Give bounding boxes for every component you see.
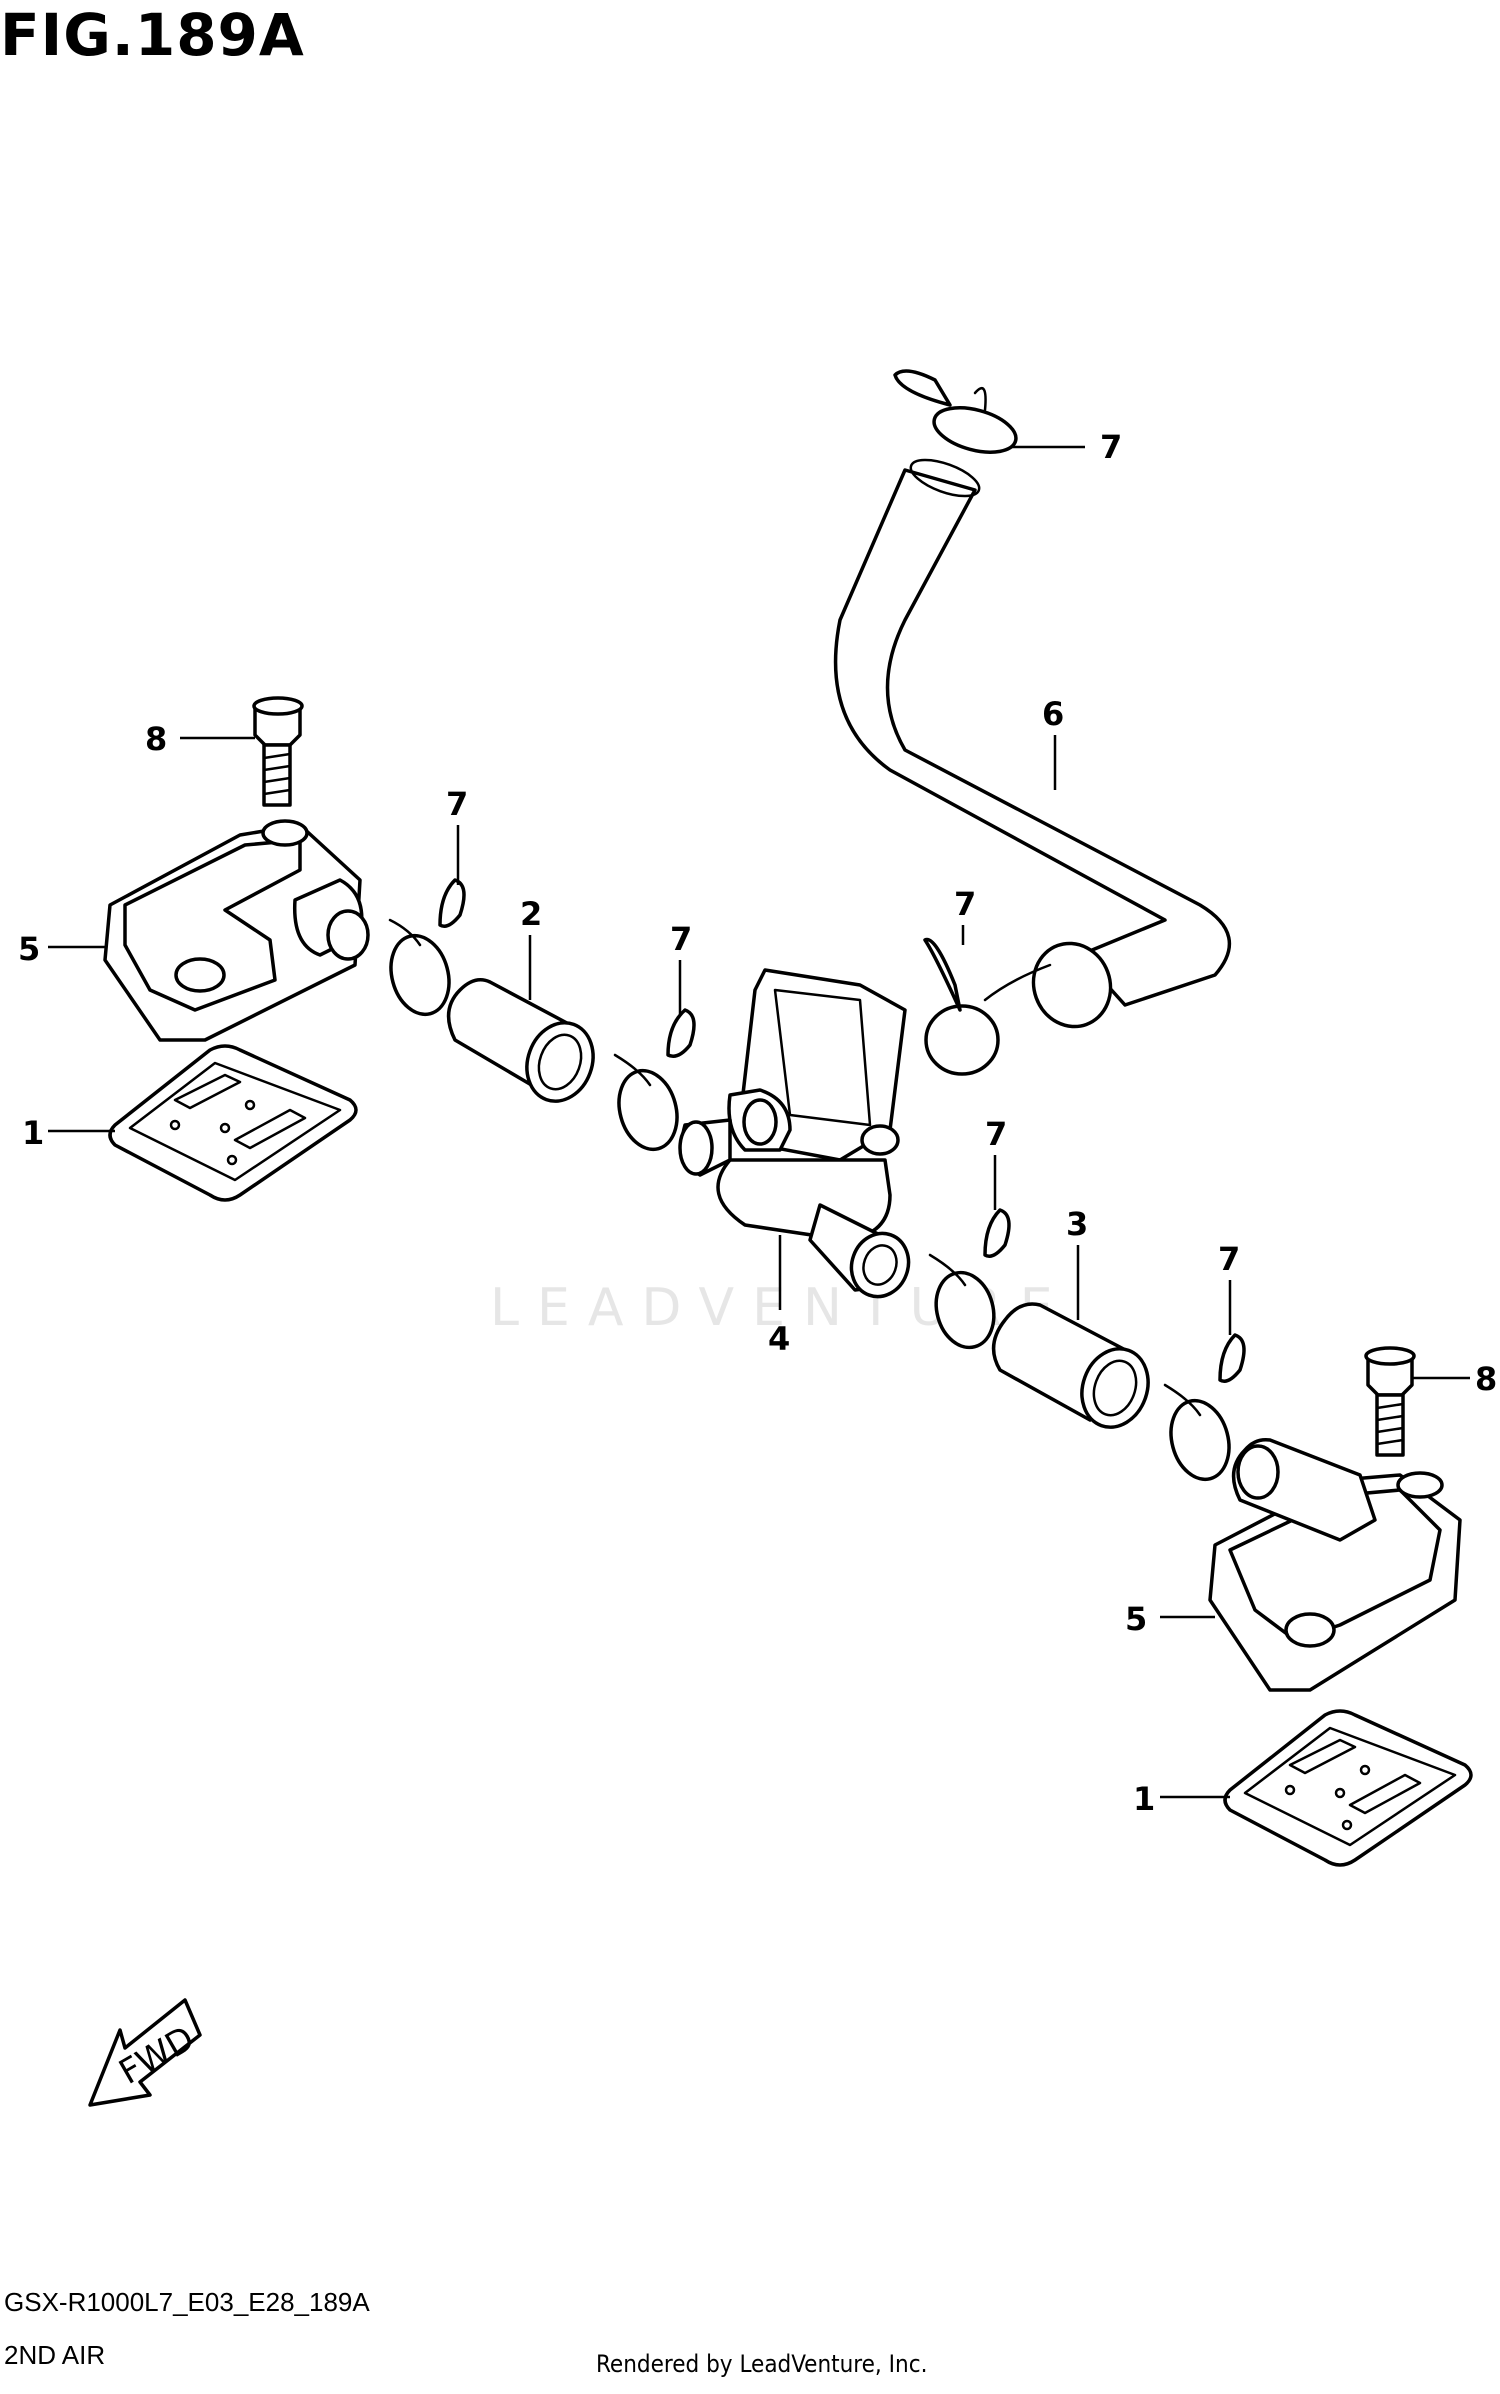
callout-6: 6 — [1042, 695, 1064, 733]
reed-valve-1-left[interactable] — [108, 1044, 358, 1202]
callout-7-valve-bottom: 7 — [985, 1115, 1007, 1153]
hose-6[interactable] — [833, 453, 1232, 1038]
figure-code: GSX-R1000L7_E03_E28_189A — [4, 2287, 370, 2317]
callout-1-left: 1 — [22, 1114, 44, 1152]
callout-2: 2 — [520, 895, 542, 933]
reed-valve-cover-5-left[interactable] — [103, 819, 370, 1042]
callout-7-top: 7 — [1100, 428, 1122, 466]
hose-2[interactable] — [446, 978, 604, 1111]
clamp-7-valve-top[interactable] — [923, 937, 1052, 1076]
callout-4: 4 — [768, 1320, 790, 1358]
figure-title: FIG.189A — [0, 1, 305, 69]
clamp-7-right[interactable] — [1163, 1333, 1246, 1486]
callout-1-right: 1 — [1133, 1780, 1155, 1818]
callout-7-valve-top: 7 — [954, 885, 976, 923]
reed-valve-1-right[interactable] — [1223, 1709, 1473, 1867]
callout-5-left: 5 — [18, 930, 40, 968]
hose-3[interactable] — [991, 1302, 1159, 1437]
bolt-8-left[interactable] — [252, 696, 304, 807]
callout-7-left: 7 — [446, 785, 468, 823]
callout-5-right: 5 — [1125, 1600, 1147, 1638]
clamp-7-valve-bottom[interactable] — [928, 1208, 1011, 1354]
callout-8-left: 8 — [145, 720, 167, 758]
leader-lines — [48, 445, 1470, 1799]
render-credit: Rendered by LeadVenture, Inc. — [596, 2350, 928, 2378]
callouts: 8 5 1 7 6 7 2 7 7 4 7 3 7 8 5 1 — [18, 428, 1497, 1818]
callout-8-right: 8 — [1475, 1360, 1497, 1398]
callout-3: 3 — [1066, 1205, 1088, 1243]
clamp-7-top[interactable] — [893, 369, 1021, 460]
clamp-7-mid-left[interactable] — [611, 1008, 696, 1156]
fwd-arrow: FWD — [88, 1998, 202, 2107]
clamp-7-left[interactable] — [383, 878, 466, 1021]
pair-valve-4[interactable] — [678, 968, 917, 1305]
bolt-8-right[interactable] — [1364, 1346, 1416, 1457]
reed-valve-cover-5-right[interactable] — [1208, 1437, 1462, 1692]
callout-7-right: 7 — [1218, 1240, 1240, 1278]
callout-7-mid-left: 7 — [670, 920, 692, 958]
figure-name: 2ND AIR — [4, 2340, 106, 2370]
